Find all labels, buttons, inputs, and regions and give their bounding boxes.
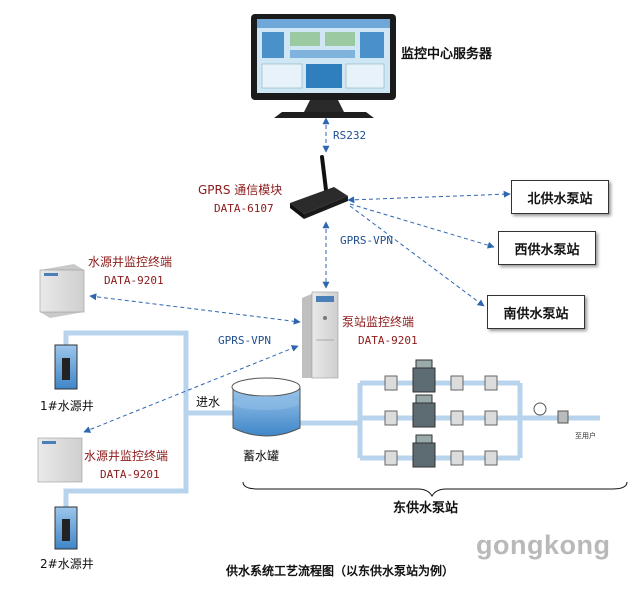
monitor-icon — [251, 14, 396, 118]
well-terminal-2-label: 水源井监控终端 — [84, 448, 168, 463]
east-station-label: 东供水泵站 — [393, 500, 458, 516]
well-1-label: 1#水源井 — [40, 399, 94, 413]
communication-links — [83, 117, 511, 433]
rs232-label: RS232 — [333, 129, 366, 142]
well-terminal-2-cabinet-icon — [37, 437, 83, 483]
pump-terminal-code: DATA-9201 — [358, 334, 418, 347]
well-2-label: 2#水源井 — [40, 557, 94, 571]
gprs-modem-icon — [290, 155, 348, 219]
well-2-icon — [54, 506, 78, 550]
gprs-module-label: GPRS 通信模块 — [198, 183, 282, 197]
well-terminal-1-cabinet-icon — [39, 264, 85, 318]
pump-station-cabinet-icon — [302, 291, 339, 379]
inlet-label: 进水 — [196, 395, 220, 409]
pump-terminal-label: 泵站监控终端 — [342, 314, 414, 329]
gprs-vpn-top-label: GPRS-VPN — [340, 234, 393, 247]
diagram-caption: 供水系统工艺流程图（以东供水泵站为例） — [226, 564, 455, 578]
east-station-brace — [242, 481, 628, 498]
storage-tank-icon — [231, 377, 301, 437]
gprs-module-code: DATA-6107 — [214, 202, 274, 215]
well-terminal-2-code: DATA-9201 — [100, 468, 160, 481]
south-station-box: 南供水泵站 — [487, 295, 585, 329]
well-1-icon — [54, 344, 78, 390]
west-station-box: 西供水泵站 — [498, 231, 596, 265]
server-label: 监控中心服务器 — [401, 46, 493, 62]
outlet-label: 至用户 — [575, 431, 596, 440]
north-station-box: 北供水泵站 — [511, 180, 609, 214]
well-terminal-1-code: DATA-9201 — [104, 274, 164, 287]
well-terminal-1-label: 水源井监控终端 — [88, 254, 172, 269]
watermark: gongkong — [476, 530, 611, 560]
pump-group — [384, 359, 569, 468]
tank-label: 蓄水罐 — [243, 449, 279, 463]
gprs-vpn-left-label: GPRS-VPN — [218, 334, 271, 347]
